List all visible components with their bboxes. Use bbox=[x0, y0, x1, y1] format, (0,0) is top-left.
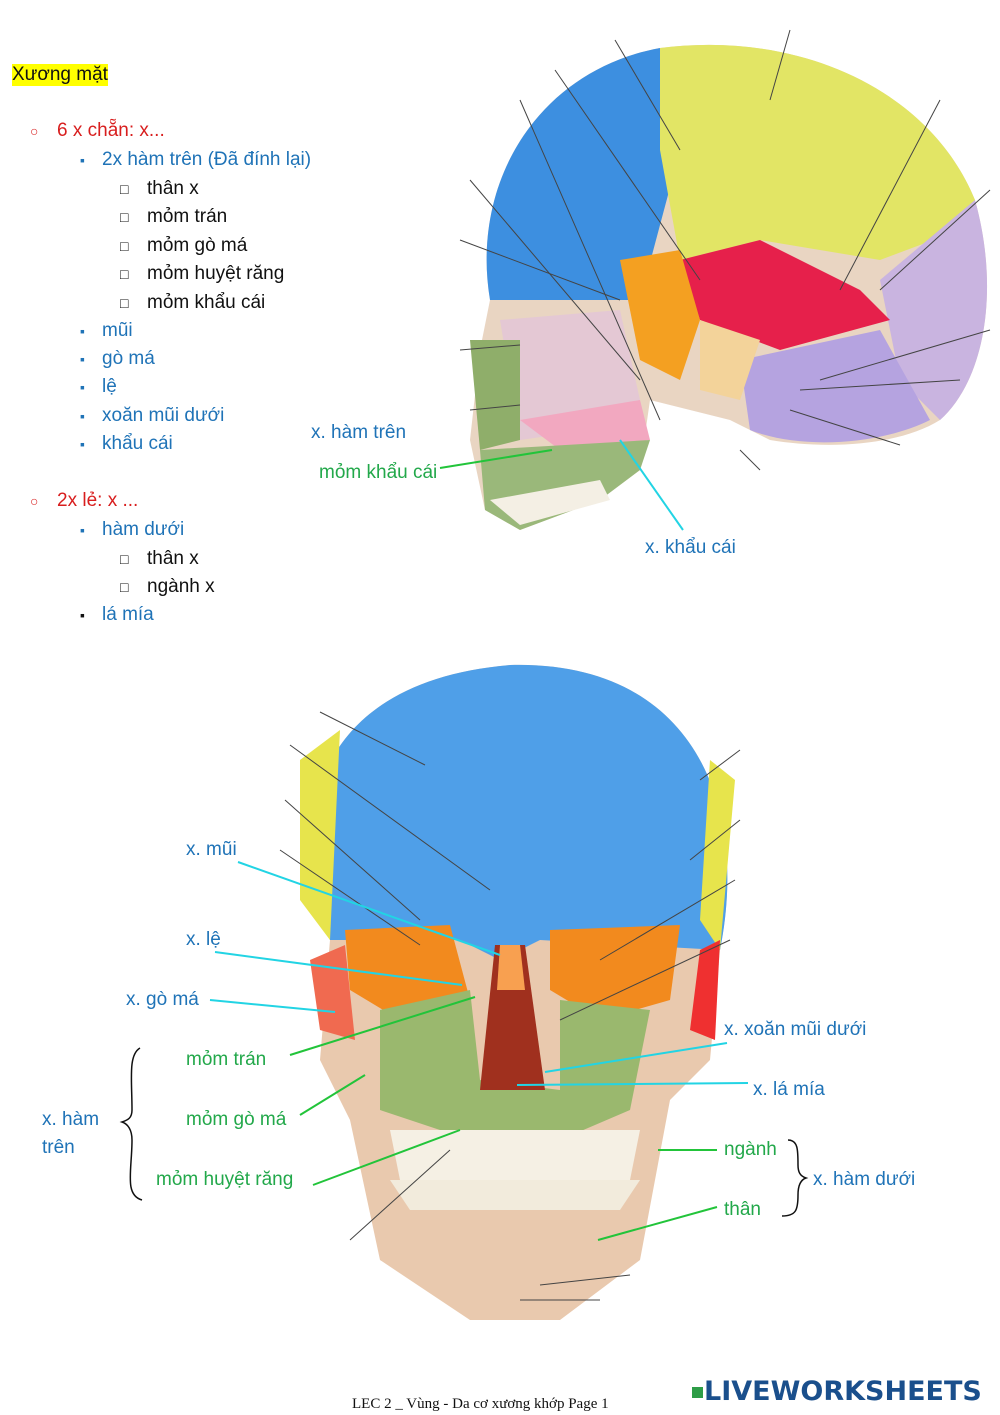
list-item: lá mía bbox=[102, 604, 154, 625]
circle-bullet: ○ bbox=[30, 493, 39, 509]
square-bullet: ▪ bbox=[80, 323, 85, 339]
logo-icon bbox=[692, 1387, 703, 1398]
label-maxilla-front-1: x. hàm bbox=[42, 1109, 100, 1130]
checkbox-bullet: □ bbox=[120, 209, 129, 225]
list-item: thân x bbox=[147, 548, 199, 569]
lateral-skull-figure bbox=[439, 29, 991, 531]
list-item: ngành x bbox=[147, 576, 215, 597]
list-item: khẩu cái bbox=[102, 433, 173, 454]
square-bullet: ▪ bbox=[80, 408, 85, 424]
label-zygomatic: x. gò má bbox=[126, 989, 199, 1010]
liveworksheets-logo: LIVEWORKSHEETS bbox=[692, 1376, 982, 1407]
checkbox-bullet: □ bbox=[120, 295, 129, 311]
maxilla-brace bbox=[119, 1047, 143, 1201]
label-palatine-process: mỏm khẩu cái bbox=[319, 462, 438, 483]
label-vomer: x. lá mía bbox=[753, 1079, 825, 1100]
label-nasal: x. mũi bbox=[186, 839, 237, 860]
square-bullet: ▪ bbox=[80, 379, 85, 395]
label-maxilla-front-2: trên bbox=[42, 1137, 75, 1158]
square-bullet: ▪ bbox=[80, 152, 85, 168]
list-item: 2x hàm trên (Đã đính lại) bbox=[102, 149, 312, 170]
paired-heading: 6 x chẵn: x... bbox=[57, 120, 165, 141]
list-item: thân x bbox=[147, 178, 199, 199]
list-item: lệ bbox=[102, 376, 117, 397]
list-item: mỏm gò má bbox=[147, 235, 248, 256]
section-title: Xương mặt bbox=[12, 64, 108, 86]
label-frontal-process: mỏm trán bbox=[186, 1049, 267, 1070]
list-item: xoăn mũi dưới bbox=[102, 405, 225, 426]
checkbox-bullet: □ bbox=[120, 551, 129, 567]
square-bullet: ▪ bbox=[80, 607, 85, 623]
label-body: thân bbox=[724, 1199, 761, 1220]
list-item: mỏm trán bbox=[147, 206, 228, 227]
checkbox-bullet: □ bbox=[120, 579, 129, 595]
checkbox-bullet: □ bbox=[120, 181, 129, 197]
label-mandible: x. hàm dưới bbox=[813, 1169, 916, 1190]
square-bullet: ▪ bbox=[80, 436, 85, 452]
label-maxilla-side: x. hàm trên bbox=[311, 422, 407, 443]
checkbox-bullet: □ bbox=[120, 266, 129, 282]
square-bullet: ▪ bbox=[80, 351, 85, 367]
list-item: mỏm huyệt răng bbox=[147, 263, 285, 284]
circle-bullet: ○ bbox=[30, 123, 39, 139]
mandible-brace bbox=[781, 1139, 809, 1217]
checkbox-bullet: □ bbox=[120, 238, 129, 254]
label-ramus: ngành bbox=[724, 1139, 777, 1160]
label-palatine-bone: x. khẩu cái bbox=[645, 537, 736, 558]
list-item: mỏm khẩu cái bbox=[147, 292, 266, 313]
list-item: mũi bbox=[102, 320, 133, 341]
unpaired-heading: 2x lẻ: x ... bbox=[57, 490, 139, 511]
list-item: hàm dưới bbox=[102, 519, 185, 540]
label-zygomatic-process: mỏm gò má bbox=[186, 1109, 287, 1130]
page-footer: LEC 2 _ Vùng - Da cơ xương khớp Page 1 bbox=[352, 1396, 609, 1412]
label-lacrimal: x. lệ bbox=[186, 929, 221, 950]
square-bullet: ▪ bbox=[80, 522, 85, 538]
list-item: gò má bbox=[102, 348, 155, 369]
label-inferior-concha: x. xoăn mũi dưới bbox=[724, 1019, 867, 1040]
frontal-skull-figure bbox=[119, 664, 809, 1320]
label-alveolar-process: mỏm huyệt răng bbox=[156, 1169, 294, 1190]
